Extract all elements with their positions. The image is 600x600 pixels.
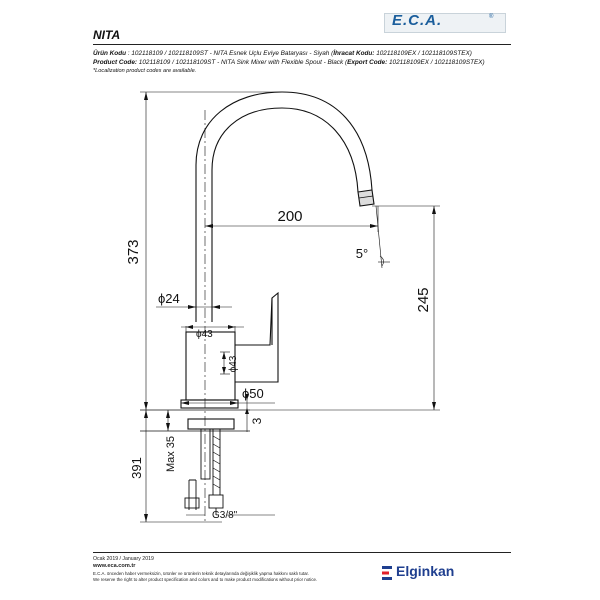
dim-base-dia-side: ϕ43 — [228, 355, 239, 372]
product-title: NITA — [93, 28, 121, 42]
dim-flange-dia: ϕ50 — [242, 386, 264, 401]
spout-tip — [357, 189, 375, 207]
mounting-nut — [187, 418, 235, 430]
spout-inner-line — [211, 107, 359, 322]
dim-base-dia-top: ϕ43 — [196, 329, 213, 340]
base-flange — [180, 399, 239, 409]
dim-connection: G3/8" — [212, 510, 238, 521]
localization-note: *Localization product codes are availabl… — [93, 68, 197, 74]
footer-en-note: We reserve the right to alter product sp… — [93, 577, 318, 582]
dim-max-thickness: Max 35 — [165, 436, 177, 472]
english-product-code: Product Code: 102118109 / 102118109ST - … — [93, 59, 485, 66]
footer-divider — [93, 552, 511, 553]
footer-url[interactable]: www.eca.com.tr — [93, 563, 136, 569]
dim-spout-height: 245 — [415, 287, 432, 312]
footer-tr-note: E.C.A. önceden haber vermeksizin, ürünle… — [93, 571, 309, 576]
dim-total-height: 373 — [125, 239, 142, 264]
registered-mark: ® — [489, 14, 494, 20]
elginkan-brand: Elginkan — [396, 563, 455, 579]
dim-body-dia: ϕ24 — [158, 291, 180, 306]
eca-logo-box — [384, 13, 506, 33]
mixer-handle — [235, 291, 279, 383]
spout-outer-line — [195, 91, 373, 322]
eca-logo: E.C.A. — [392, 12, 443, 29]
dim-flange-thickness: 3 — [250, 417, 264, 424]
dim-below-length: 391 — [129, 457, 144, 479]
footer-date: Ocak 2019 / January 2019 — [93, 556, 154, 562]
dim-angle: 5° — [356, 246, 368, 261]
header-divider — [93, 44, 511, 45]
elginkan-logo-icon — [382, 566, 392, 580]
turkish-product-code: Ürün Kodu : 102118109 / 102118109ST - NI… — [93, 50, 472, 57]
dim-reach: 200 — [277, 208, 302, 225]
